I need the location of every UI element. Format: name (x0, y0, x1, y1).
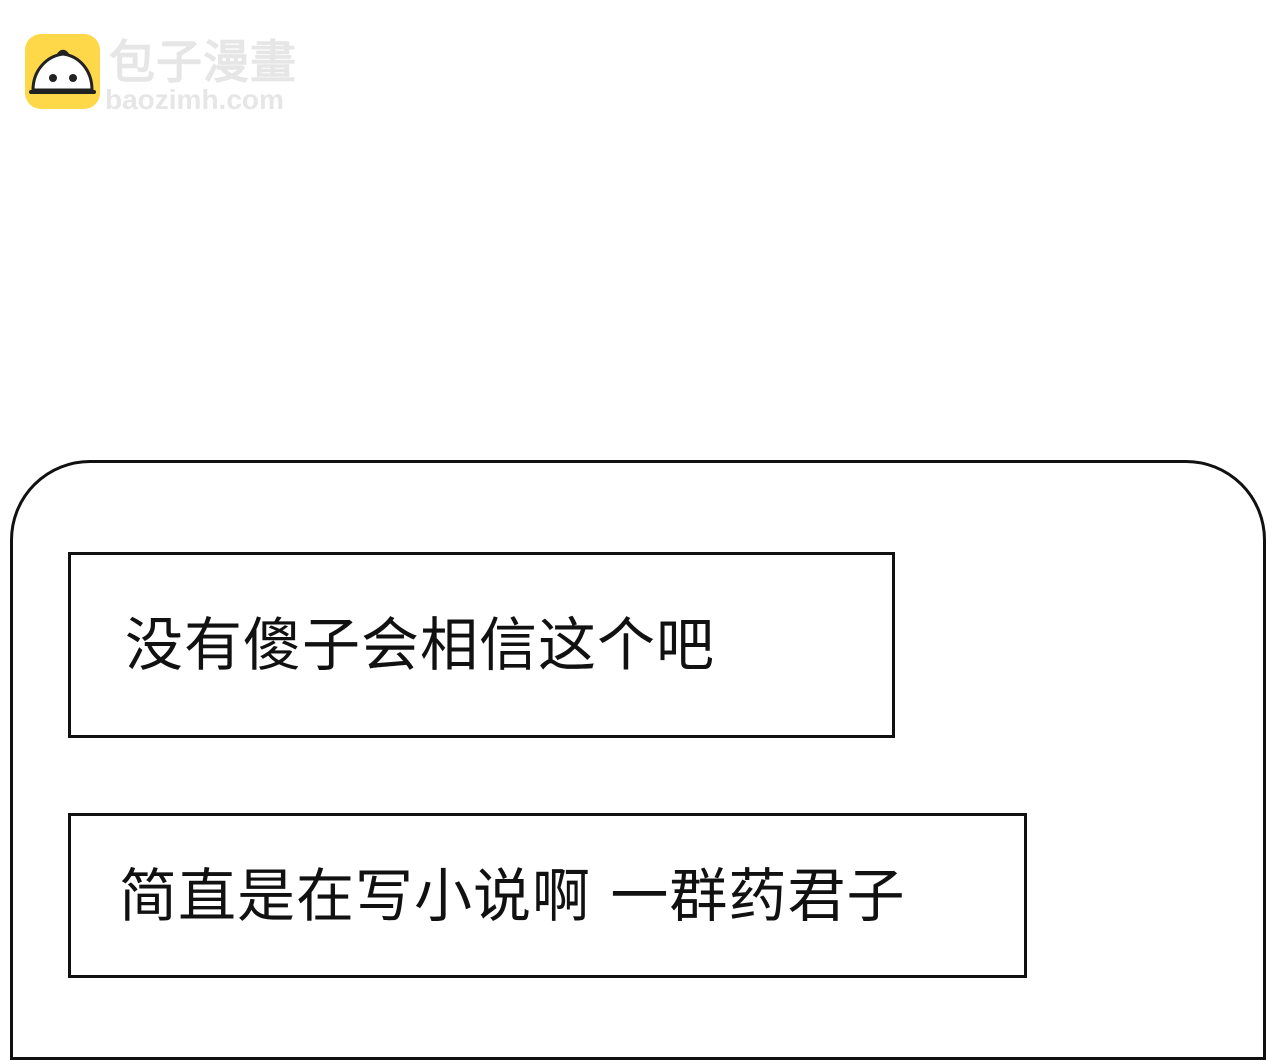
watermark-brand-url: baozimh.com (105, 84, 284, 115)
caption-box: 没有傻子会相信这个吧 (68, 552, 895, 738)
bun-mascot-icon (25, 34, 100, 109)
caption-text: 没有傻子会相信这个吧 (125, 611, 716, 679)
site-watermark: 包子漫畫 baozimh.com (25, 34, 325, 115)
caption-text: 简直是在写小说啊 一群药君子 (119, 861, 906, 930)
caption-box: 简直是在写小说啊 一群药君子 (68, 813, 1027, 978)
watermark-brand-name: 包子漫畫 (109, 35, 297, 89)
